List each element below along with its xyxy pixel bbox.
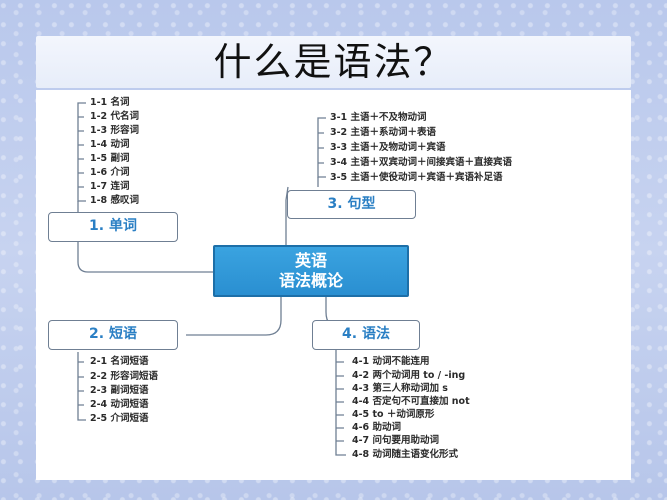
branch-1-item: 1-5 副词 [90, 153, 130, 164]
branch-1-item: 1-6 介词 [90, 167, 130, 178]
branch-4-item: 4-2 两个动词用 to / -ing [352, 370, 466, 381]
branch-3-item: 3-3 主语＋及物动词＋宾语 [330, 142, 446, 153]
branch-4-item: 4-3 第三人称动词加 s [352, 383, 448, 394]
branch-2-box: 2. 短语 [48, 320, 178, 350]
branch-3-item: 3-1 主语＋不及物动词 [330, 112, 427, 123]
branch-2-item: 2-3 副词短语 [90, 385, 149, 396]
branch-3-item: 3-4 主语＋双宾动词＋间接宾语＋直接宾语 [330, 157, 512, 168]
branch-2-item: 2-2 形容词短语 [90, 371, 158, 382]
branch-4-label: 4. 语法 [342, 326, 390, 342]
branch-4-item: 4-5 to ＋动词原形 [352, 409, 435, 420]
branch-1-label: 1. 单词 [89, 218, 137, 234]
branch-1-item: 1-8 感叹词 [90, 195, 139, 206]
center-line-1: 英语 [294, 251, 327, 270]
branch-2-item: 2-1 名词短语 [90, 356, 149, 367]
branch-4-box: 4. 语法 [312, 320, 420, 350]
branch-3-box: 3. 句型 [287, 190, 416, 219]
branch-1-item: 1-1 名词 [90, 97, 130, 108]
title-band [36, 36, 631, 88]
center-node: 英语 语法概论 [213, 245, 409, 297]
branch-2-label: 2. 短语 [89, 326, 137, 342]
branch-3-item: 3-2 主语＋系动词＋表语 [330, 127, 436, 138]
center-line-2: 语法概论 [278, 271, 343, 290]
branch-1-item: 1-3 形容词 [90, 125, 139, 136]
branch-3-label: 3. 句型 [327, 196, 376, 212]
branch-1-item: 1-7 连词 [90, 181, 130, 192]
branch-1-item: 1-4 动词 [90, 139, 130, 150]
branch-4-item: 4-7 问句要用助动词 [352, 435, 439, 446]
branch-4-item: 4-6 助动词 [352, 422, 401, 433]
connector-lines [77, 102, 346, 456]
branch-4-item: 4-4 否定句不可直接加 not [352, 396, 470, 407]
branch-2-item: 2-4 动词短语 [90, 399, 149, 410]
branch-1-item: 1-2 代名词 [90, 111, 139, 122]
branch-3-item: 3-5 主语＋使役动词＋宾语＋宾语补足语 [330, 172, 503, 183]
page-title: 什么是语法？ [213, 40, 454, 84]
branch-4-item: 4-8 动词随主语变化形式 [352, 449, 458, 460]
branch-1-box: 1. 单词 [48, 212, 178, 242]
branch-4-item: 4-1 动词不能连用 [352, 356, 430, 367]
branch-2-item: 2-5 介词短语 [90, 413, 149, 424]
